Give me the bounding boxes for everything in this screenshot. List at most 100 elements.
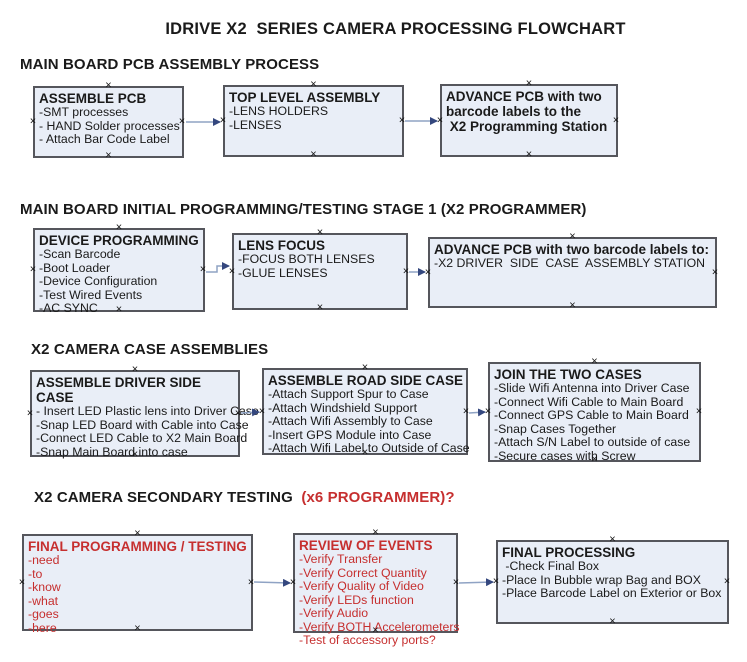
box-title: ADVANCE PCB with two barcode labels to t… — [446, 89, 608, 134]
box-title: DEVICE PROGRAMMING — [39, 233, 199, 248]
connection-handle-icon: × — [492, 575, 500, 588]
box-title: FINAL PROCESSING — [502, 545, 636, 560]
flow-box-advance-pcb-driver-side-station: ADVANCE PCB with two barcode labels to: … — [424, 231, 718, 311]
box-item: -Snap Main Board into case — [36, 444, 188, 459]
box-item: -Verify Audio — [299, 606, 369, 620]
connection-handle-icon: × — [436, 114, 444, 126]
connector-arrow-j-k — [253, 578, 291, 587]
section-heading-secondary-testing: X2 CAMERA SECONDARY TESTING (x6 PROGRAMM… — [34, 489, 455, 506]
box-item: -LENS HOLDERS — [229, 104, 329, 118]
box-items: -Attach Support Spur to Case-Attach Wind… — [268, 387, 470, 456]
box-items: -Slide Wifi Antenna into Driver Case-Con… — [494, 381, 699, 463]
flow-box-top-level-assembly: TOP LEVEL ASSEMBLY -LENS HOLDERS-LENSES … — [219, 79, 405, 160]
section-heading-case-assemblies: X2 CAMERA CASE ASSEMBLIES — [31, 341, 269, 358]
box-item: -GLUE LENSES — [238, 265, 328, 280]
box-item: -Place Barcode Label on Exterior or Box — [502, 586, 722, 600]
box-item: -Verify Quality of Video — [299, 579, 424, 593]
box-item: -Verify Correct Quantity — [299, 565, 427, 580]
box-item: -what — [28, 593, 59, 608]
box-title: LENS FOCUS — [238, 238, 326, 253]
connection-handle-icon: × — [26, 407, 34, 419]
box-item: -X2 DRIVER SIDE CASE ASSEMBLY STATION — [434, 256, 706, 270]
box-item: -Attach Support Spur to Case — [268, 387, 429, 401]
box-items: -Check Final Box-Place In Bubble wrap Ba… — [502, 559, 727, 601]
box-item: -Place In Bubble wrap Bag and BOX — [502, 572, 701, 587]
box-item: -Insert GPS Module into Case — [268, 427, 432, 442]
box-item: -Test Wired Events — [39, 287, 143, 302]
box-item: -Attach Windshield Support — [268, 400, 418, 415]
box-item: -Verify Transfer — [299, 552, 383, 566]
flow-box-final-processing: FINAL PROCESSING -Check Final Box-Place … — [492, 534, 730, 627]
box-items: -SMT processes- HAND Solder processes- A… — [39, 105, 182, 147]
box-items: - Insert LED Plastic lens into Driver Ca… — [36, 404, 259, 459]
box-item: -Device Configuration — [39, 274, 158, 288]
flow-box-final-programming-testing: FINAL PROGRAMMING / TESTING -need-to-kno… — [18, 528, 254, 634]
box-item: -Connect Wifi Cable to Main Board — [494, 394, 684, 409]
box-item: -FOCUS BOTH LENSES — [238, 252, 375, 266]
flow-box-advance-pcb-programming-station: ADVANCE PCB with two barcode labels to t… — [436, 78, 619, 160]
box-item: - Attach Bar Code Label — [39, 132, 170, 146]
flow-box-device-programming: DEVICE PROGRAMMING -Scan Barcode-Boot Lo… — [29, 222, 206, 315]
box-item: -Verify LEDs function — [299, 592, 414, 607]
connection-handle-icon: × — [29, 115, 37, 128]
box-title: REVIEW OF EVENTS — [299, 538, 433, 553]
box-item: -here — [28, 620, 57, 635]
connection-handle-icon: × — [569, 299, 576, 312]
box-item: -Snap LED Board with Cable into Case — [36, 417, 249, 432]
box-item: -Snap Cases Together — [494, 421, 617, 436]
box-item: -Scan Barcode — [39, 247, 121, 261]
box-title: FINAL PROGRAMMING / TESTING — [28, 539, 247, 554]
box-item: -Connect LED Cable to X2 Main Board — [36, 431, 248, 445]
connector-arrow-h-i — [468, 408, 486, 417]
box-item: -Attach S/N Label to outside of case — [494, 435, 691, 449]
box-item: -Boot Loader — [39, 260, 111, 275]
flow-box-review-of-events: REVIEW OF EVENTS -Verify Transfer-Verify… — [289, 527, 460, 647]
box-items: -need-to-know-what-goes-here — [28, 553, 251, 635]
box-items: -X2 DRIVER SIDE CASE ASSEMBLY STATION — [434, 256, 715, 271]
connection-handle-icon: × — [228, 265, 236, 277]
box-title: JOIN THE TWO CASES — [494, 367, 642, 382]
box-item: -AC SYNC — [39, 301, 98, 315]
box-items: -Verify Transfer-Verify Correct Quantity… — [299, 552, 460, 648]
box-item: -SMT processes — [39, 105, 129, 119]
box-item: - Insert LED Plastic lens into Driver Ca… — [36, 404, 259, 418]
connection-handle-icon: × — [316, 301, 324, 314]
connection-handle-icon: × — [105, 149, 112, 162]
box-item: -Check Final Box — [502, 559, 600, 573]
box-title: ASSEMBLE DRIVER SIDE CASE — [36, 375, 205, 405]
connector-arrow-d-e — [206, 262, 230, 273]
flow-box-assemble-road-side-case: ASSEMBLE ROAD SIDE CASE -Attach Support … — [258, 362, 470, 458]
flow-box-join-the-two-cases: JOIN THE TWO CASES -Slide Wifi Antenna i… — [485, 356, 702, 465]
box-item: -Verify BOTH Accelerometers — [299, 619, 460, 634]
connection-handle-icon: × — [289, 576, 297, 589]
section-heading-black-part: X2 CAMERA SECONDARY TESTING — [34, 489, 302, 506]
connection-handle-icon: × — [525, 148, 533, 161]
box-item: -Attach Wifi Assembly to Case — [268, 414, 433, 428]
box-item: -to — [28, 566, 43, 581]
box-items: -LENS HOLDERS-LENSES — [229, 104, 402, 132]
box-item: - HAND Solder processes — [39, 118, 180, 133]
connection-handle-icon: × — [424, 266, 432, 278]
box-item: -need — [28, 553, 60, 567]
connection-handle-icon: × — [29, 263, 37, 276]
flow-box-assemble-driver-side-case: ASSEMBLE DRIVER SIDE CASE - Insert LED P… — [26, 364, 259, 460]
connection-handle-icon: × — [219, 114, 227, 127]
box-items: -FOCUS BOTH LENSES-GLUE LENSES — [238, 252, 406, 280]
box-title: ADVANCE PCB with two barcode labels to: — [434, 242, 710, 257]
box-item: -know — [28, 580, 61, 594]
connection-handle-icon: × — [18, 576, 26, 588]
connection-handle-icon: × — [609, 615, 616, 628]
connector-arrow-k-l — [458, 578, 494, 587]
box-item: -Test of accessory ports? — [299, 633, 436, 647]
box-item: -LENSES — [229, 117, 282, 132]
flow-box-lens-focus: LENS FOCUS -FOCUS BOTH LENSES-GLUE LENSE… — [228, 227, 409, 313]
connection-handle-icon: × — [258, 405, 266, 417]
box-item: -Secure cases with Screw — [494, 448, 636, 463]
box-title: ASSEMBLE PCB — [39, 91, 147, 106]
box-title: ASSEMBLE ROAD SIDE CASE — [268, 373, 464, 388]
box-items: -Scan Barcode-Boot Loader-Device Configu… — [39, 247, 203, 316]
box-item: -Connect GPS Cable to Main Board — [494, 408, 689, 422]
box-item: -Slide Wifi Antenna into Driver Case — [494, 381, 690, 395]
page-title: IDRIVE X2 SERIES CAMERA PROCESSING FLOWC… — [165, 20, 626, 38]
box-item: -Attach Wifi Label to Outside of Case — [268, 441, 470, 455]
